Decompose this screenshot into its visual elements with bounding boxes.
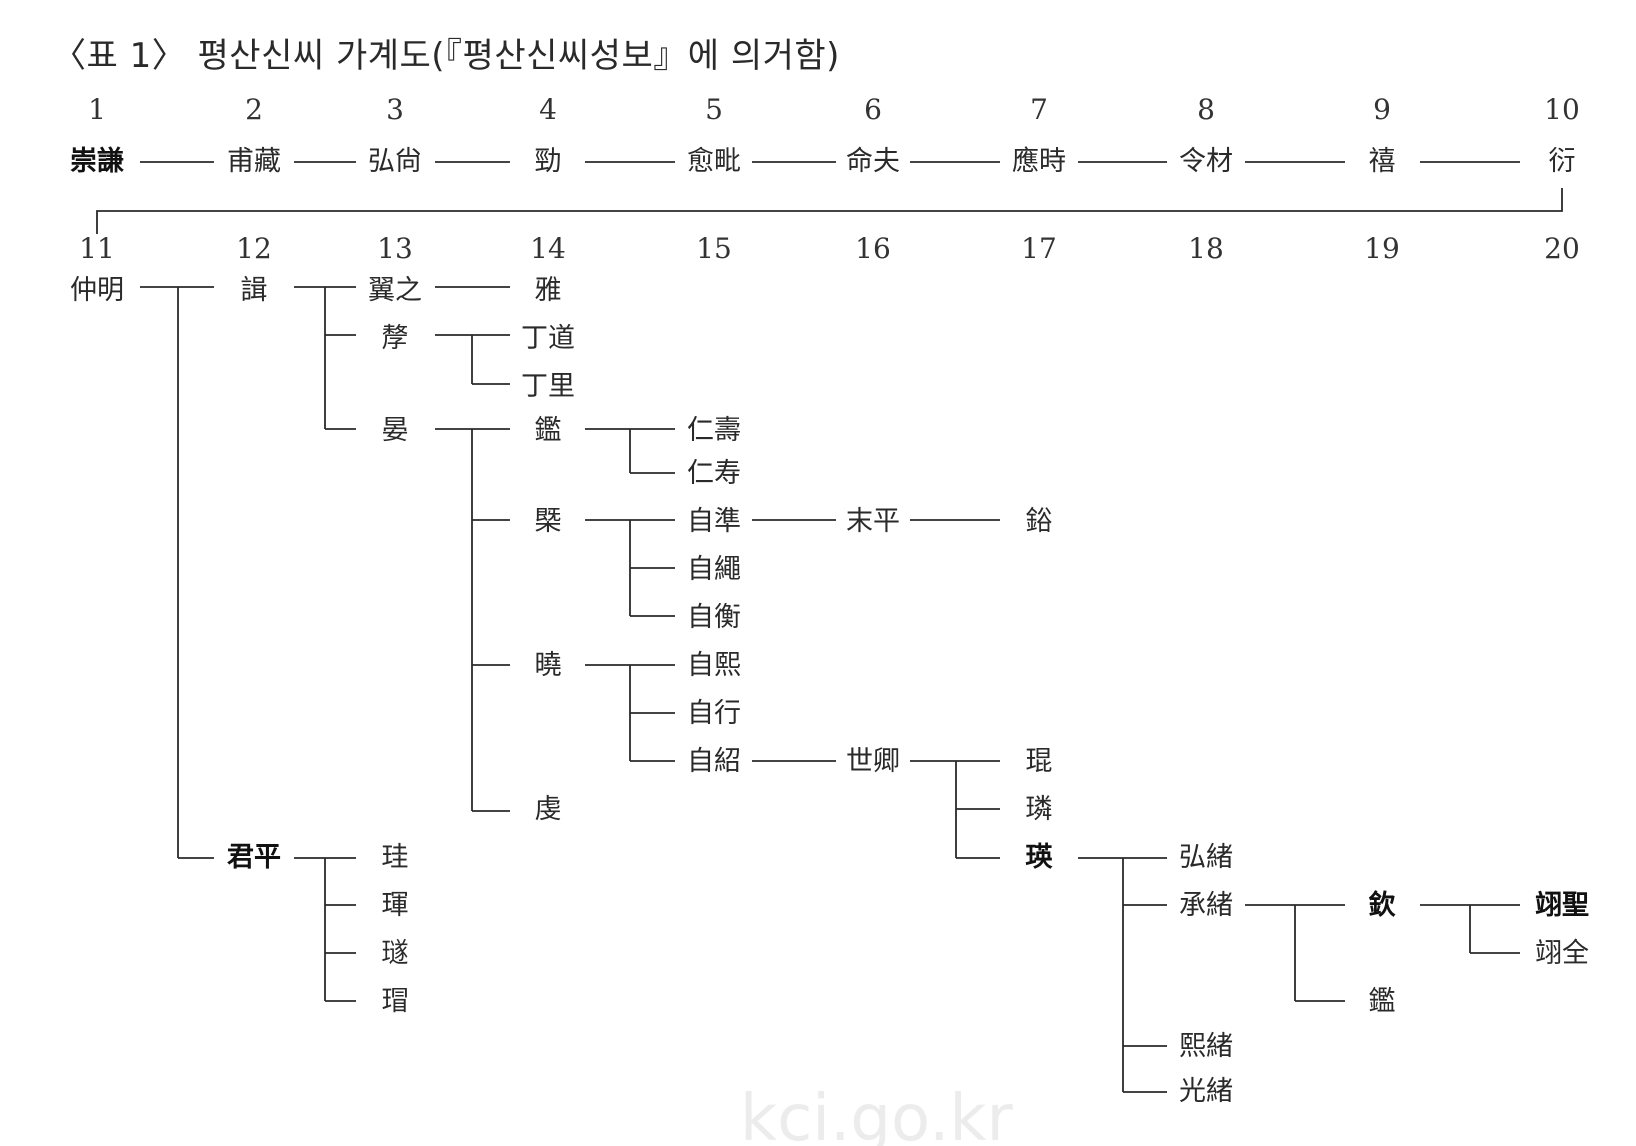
person-name: 琿 xyxy=(382,890,409,921)
person-name: 勁 xyxy=(535,146,562,177)
gen-number: 17 xyxy=(1021,232,1057,265)
person-name: 槩 xyxy=(535,506,562,537)
person-name: 欽 xyxy=(1369,889,1397,921)
person-name: 自繩 xyxy=(687,554,741,585)
person-name: 仁壽 xyxy=(687,415,741,446)
person-name: 甫藏 xyxy=(227,146,281,177)
wrap-connector xyxy=(96,188,1563,234)
gen-number: 19 xyxy=(1364,232,1400,265)
person-name: 翊全 xyxy=(1535,938,1589,969)
gen-number: 18 xyxy=(1188,232,1224,265)
person-name: 應時 xyxy=(1012,146,1066,177)
person-name: 君平 xyxy=(227,842,281,873)
gen-number: 4 xyxy=(539,93,557,126)
person-name: 璲 xyxy=(382,938,409,969)
person-name: 自準 xyxy=(687,506,741,537)
generation-numbers-row2: 11 12 13 14 15 16 17 18 19 20 xyxy=(79,232,1580,265)
gen-number: 3 xyxy=(386,93,404,126)
gen-number: 9 xyxy=(1373,93,1391,126)
gen-number: 13 xyxy=(377,232,413,265)
gen-number: 16 xyxy=(855,232,891,265)
person-name: 令材 xyxy=(1179,146,1233,177)
person-name: 衍 xyxy=(1549,146,1576,177)
person-name: 承緒 xyxy=(1179,890,1233,921)
person-name: 光緒 xyxy=(1179,1076,1233,1107)
gen-number: 1 xyxy=(88,93,106,126)
person-name: 孷 xyxy=(382,323,409,354)
gen-number: 7 xyxy=(1030,93,1048,126)
lineage-row1: 崇謙 甫藏 弘尙 勁 愈毗 命夫 應時 令材 禧 衍 xyxy=(70,146,1576,234)
watermark: kci.go.kr xyxy=(740,1082,1013,1146)
person-name: 自紹 xyxy=(687,746,741,777)
gen-number: 10 xyxy=(1544,93,1580,126)
gen-number: 12 xyxy=(236,232,272,265)
gen-number: 8 xyxy=(1197,93,1215,126)
person-name: 愈毗 xyxy=(687,146,741,177)
gen-number: 14 xyxy=(530,232,566,265)
person-name: 弘緒 xyxy=(1179,842,1233,873)
person-name: 仲明 xyxy=(70,275,124,306)
lineage-tree-row2: 仲明 諿 翼之 雅 孷 丁道 丁里 晏 鑑 仁壽 仁寿 槩 自準 末平 鋊 自繩… xyxy=(70,275,1589,1107)
person-name: 禧 xyxy=(1369,146,1396,177)
person-name: 自行 xyxy=(687,698,741,729)
person-name: 弘尙 xyxy=(368,146,422,177)
person-name: 珪 xyxy=(382,842,409,873)
person-name: 自熙 xyxy=(687,650,741,681)
person-name: 翊聖 xyxy=(1535,890,1589,921)
person-name: 瑛 xyxy=(1026,842,1054,873)
person-name: 翼之 xyxy=(368,275,422,306)
person-name: 晏 xyxy=(382,415,409,446)
person-name: 鑑 xyxy=(535,415,562,446)
gen-number: 20 xyxy=(1544,232,1580,265)
gen-number: 15 xyxy=(696,232,732,265)
gen-number: 5 xyxy=(705,93,723,126)
person-name: 崇謙 xyxy=(70,146,124,177)
person-name: 鋊 xyxy=(1026,506,1053,537)
person-name: 瑁 xyxy=(382,986,409,1017)
person-name: 熙緒 xyxy=(1179,1031,1233,1062)
person-name: 命夫 xyxy=(846,146,900,177)
person-name: 末平 xyxy=(846,506,900,537)
person-name: 仁寿 xyxy=(687,458,741,489)
gen-number: 11 xyxy=(79,232,115,265)
person-name: 璘 xyxy=(1026,794,1053,825)
page-title: 〈표 1〉 평산신씨 가계도(『평산신씨성보』에 의거함) xyxy=(52,36,840,76)
tree-connectors xyxy=(140,286,1520,1093)
gen-number: 6 xyxy=(864,93,882,126)
person-name: 虔 xyxy=(535,794,562,825)
person-name: 鑑 xyxy=(1369,986,1396,1017)
person-name: 丁道 xyxy=(521,323,575,354)
person-name: 丁里 xyxy=(521,371,575,402)
gen-number: 2 xyxy=(245,93,263,126)
person-name: 雅 xyxy=(535,275,562,306)
person-name: 曉 xyxy=(535,650,562,681)
generation-numbers-row1: 1 2 3 4 5 6 7 8 9 10 xyxy=(88,93,1580,126)
person-name: 琨 xyxy=(1026,746,1053,777)
person-name: 諿 xyxy=(241,275,268,306)
person-name: 世卿 xyxy=(846,746,900,777)
person-name: 自衡 xyxy=(687,602,741,633)
